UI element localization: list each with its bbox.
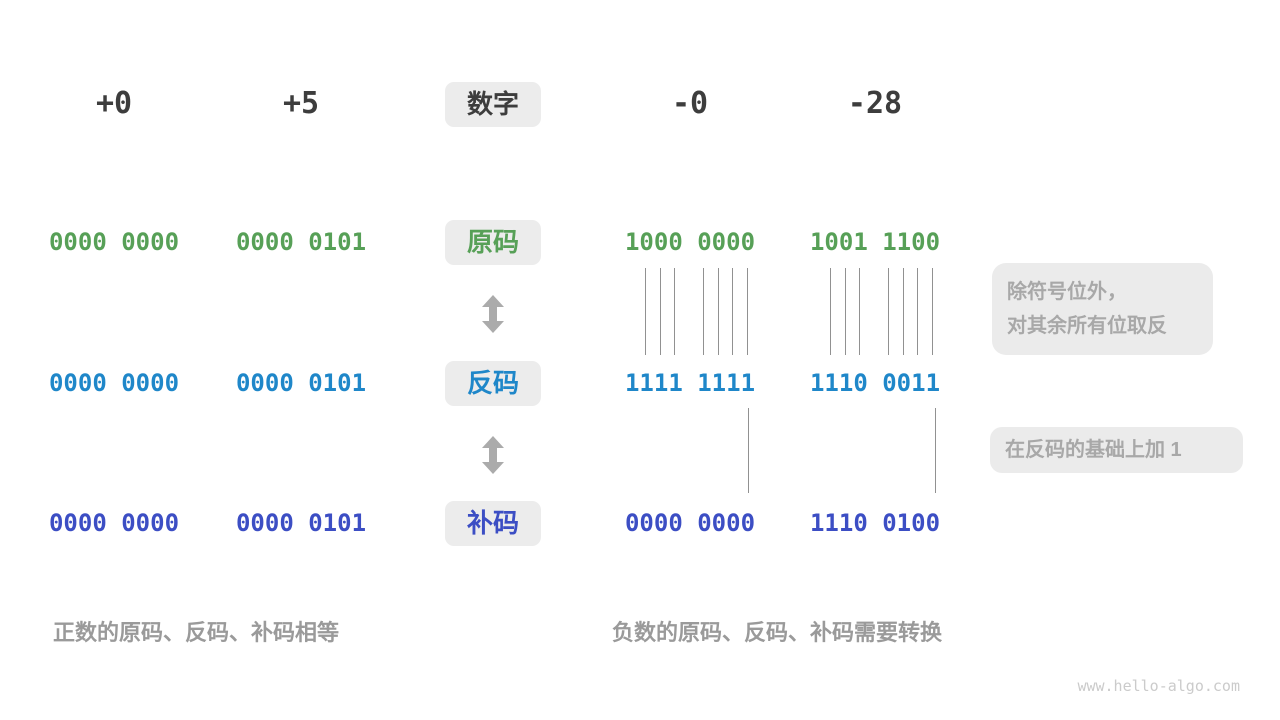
binary-value: 0000 0000 xyxy=(48,369,180,397)
bit-tick-line xyxy=(830,268,831,355)
label-twos-complement: 补码 xyxy=(445,501,541,546)
bit-tick-line xyxy=(674,268,675,355)
bit-tick-line xyxy=(888,268,889,355)
double-arrow-icon xyxy=(482,295,504,333)
binary-value: 1001 1100 xyxy=(809,228,941,256)
bit-tick-line xyxy=(718,268,719,355)
header-value-plus0: +0 xyxy=(95,86,133,121)
binary-value: 0000 0101 xyxy=(235,369,367,397)
binary-value: 0000 0000 xyxy=(624,509,756,537)
bit-tick-line xyxy=(660,268,661,355)
binary-value: 0000 0000 xyxy=(48,509,180,537)
binary-value: 0000 0101 xyxy=(235,509,367,537)
bit-tick-line xyxy=(747,268,748,355)
binary-value: 1110 0011 xyxy=(809,369,941,397)
bit-tick-line xyxy=(917,268,918,355)
carry-line xyxy=(935,408,936,493)
binary-value: 0000 0101 xyxy=(235,228,367,256)
double-arrow-icon xyxy=(482,436,504,474)
bit-tick-line xyxy=(859,268,860,355)
header-value-plus5: +5 xyxy=(282,86,320,121)
label-number: 数字 xyxy=(445,82,541,127)
bit-tick-line xyxy=(845,268,846,355)
watermark: www.hello-algo.com xyxy=(1077,677,1240,695)
binary-value: 0000 0000 xyxy=(48,228,180,256)
bit-tick-line xyxy=(932,268,933,355)
invert-bits-note: 除符号位外， 对其余所有位取反 xyxy=(992,263,1213,355)
invert-bits-note-line1: 除符号位外， xyxy=(1007,281,1127,303)
label-ones-complement: 反码 xyxy=(445,361,541,406)
header-value-minus28: -28 xyxy=(847,86,903,121)
carry-line xyxy=(748,408,749,493)
header-value-minus0: -0 xyxy=(671,86,709,121)
bit-tick-line xyxy=(903,268,904,355)
add-one-note: 在反码的基础上加 1 xyxy=(990,427,1243,473)
bit-tick-line xyxy=(703,268,704,355)
binary-value: 1000 0000 xyxy=(624,228,756,256)
binary-value: 1111 1111 xyxy=(624,369,756,397)
binary-value: 1110 0100 xyxy=(809,509,941,537)
bit-tick-line xyxy=(645,268,646,355)
bit-tick-line xyxy=(732,268,733,355)
label-sign-magnitude: 原码 xyxy=(445,220,541,265)
caption-negative: 负数的原码、反码、补码需要转换 xyxy=(612,620,943,645)
invert-bits-note-line2: 对其余所有位取反 xyxy=(1007,315,1167,337)
caption-positive: 正数的原码、反码、补码相等 xyxy=(53,620,340,645)
